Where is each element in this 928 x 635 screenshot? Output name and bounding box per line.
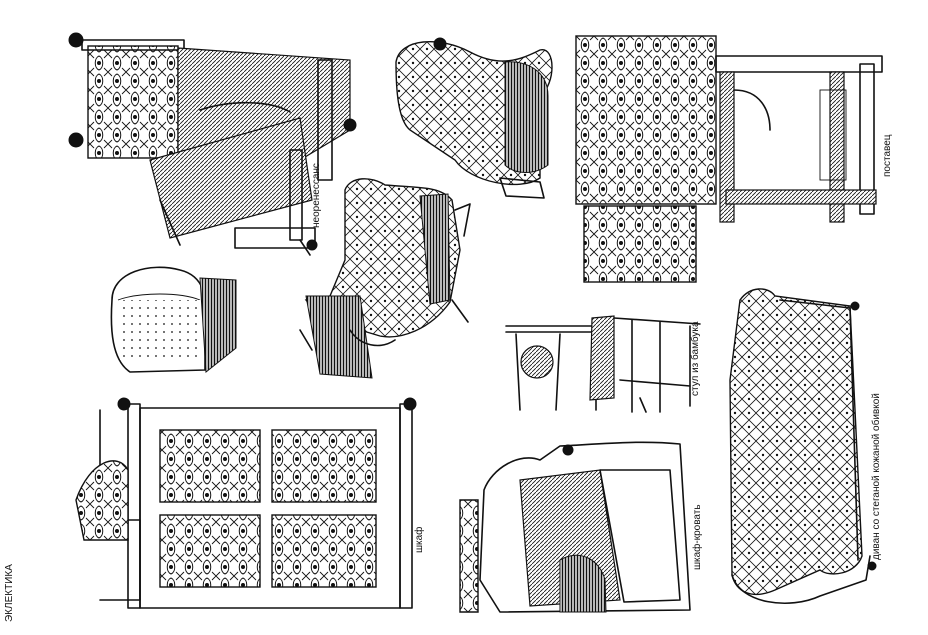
label-neorenaissance: неоренессанс bbox=[311, 163, 322, 228]
neorenaissance-cabinet-drawing bbox=[68, 32, 357, 256]
label-wardrobe-bed: шкаф-кровать bbox=[692, 504, 703, 570]
fringed-chaise-drawing bbox=[395, 37, 553, 199]
label-postavets: поставец bbox=[882, 134, 893, 178]
postavets-cabinet-drawing bbox=[575, 35, 883, 283]
bamboo-chair-drawing bbox=[505, 315, 701, 413]
label-sofa: диван со стеганой кожаной обивкой bbox=[871, 393, 882, 560]
tufted-sofa-drawing bbox=[729, 288, 877, 604]
label-eclecticism: ЭКЛЕКТИКА bbox=[4, 564, 15, 622]
label-bamboo-chair: стул из бамбука bbox=[690, 321, 701, 396]
tufted-settee-drawing bbox=[299, 178, 471, 379]
wardrobe-bed-drawing bbox=[459, 441, 691, 613]
armchair-drawing bbox=[110, 266, 237, 373]
carved-wardrobe-drawing bbox=[75, 397, 417, 609]
label-wardrobe: шкаф bbox=[414, 526, 425, 553]
